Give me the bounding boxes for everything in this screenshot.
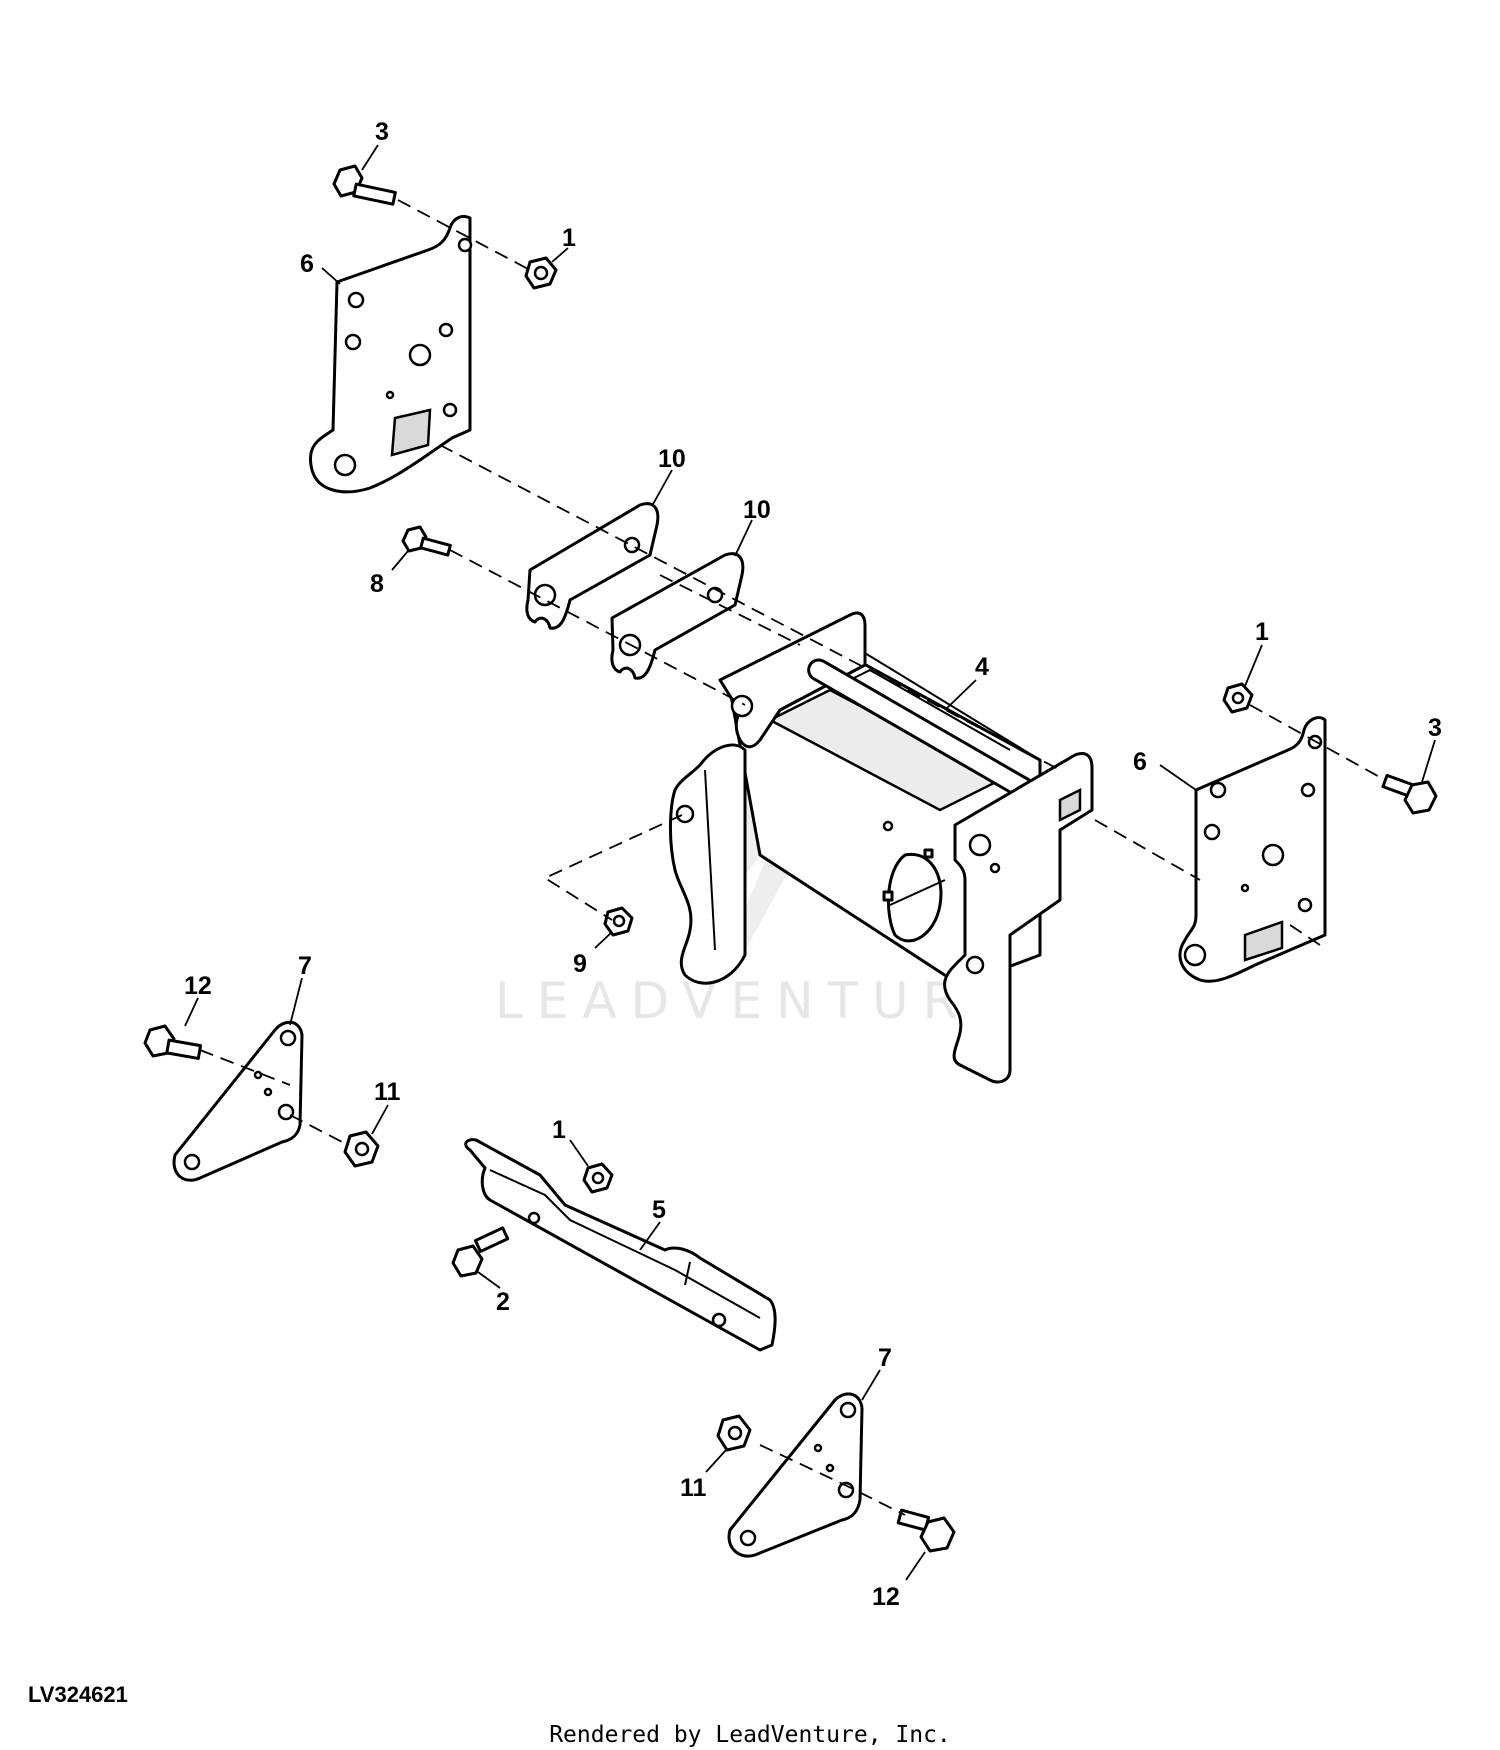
- nut-upper-left: [524, 256, 558, 290]
- main-frame: [669, 611, 1094, 1084]
- svg-text:3: 3: [375, 118, 389, 146]
- spacer-plate-2: [610, 552, 745, 680]
- side-plate-right: [1178, 716, 1327, 983]
- callouts: 3 1 6 10 10 8 4 1 3 6 9 12 7 11 1 5 2 7 …: [184, 118, 1442, 1611]
- bolt-12-left: [143, 1024, 203, 1060]
- svg-text:6: 6: [1133, 748, 1147, 776]
- svg-text:5: 5: [652, 1196, 666, 1224]
- bolt-2: [451, 1226, 510, 1278]
- callout-7: 4: [944, 653, 989, 711]
- watermark-text: LEADVENTURE: [495, 972, 1017, 1030]
- callout-13: 7: [289, 952, 312, 1026]
- svg-text:6: 6: [300, 250, 314, 278]
- side-plate-upper-left: [309, 214, 473, 494]
- nut-11-right: [716, 1414, 752, 1452]
- bolt-right: [1381, 773, 1438, 815]
- svg-text:4: 4: [975, 653, 989, 681]
- svg-text:10: 10: [658, 445, 686, 473]
- callout-11: 9: [573, 931, 613, 978]
- tab-bar: [464, 1138, 777, 1352]
- nut-lower: [582, 1162, 614, 1194]
- callout-10: 6: [1133, 748, 1197, 791]
- drawing-id: LV324621: [28, 1682, 128, 1707]
- callout-3: 6: [300, 250, 341, 285]
- callout-17: 2: [477, 1271, 510, 1316]
- callout-18: 7: [861, 1344, 892, 1401]
- callout-9: 3: [1421, 714, 1442, 783]
- assembly-lines: [199, 199, 1386, 1516]
- svg-text:1: 1: [1255, 618, 1269, 646]
- callout-2: 1: [551, 224, 576, 263]
- nut-9: [603, 906, 634, 937]
- callout-16: 5: [639, 1196, 666, 1251]
- svg-text:7: 7: [878, 1344, 892, 1372]
- bolt-upper-left: [332, 164, 397, 206]
- svg-text:3: 3: [1428, 714, 1442, 742]
- svg-text:1: 1: [562, 224, 576, 252]
- callout-19: 11: [680, 1449, 727, 1502]
- svg-text:7: 7: [298, 952, 312, 980]
- callout-15: 1: [552, 1116, 589, 1167]
- svg-text:1: 1: [552, 1116, 566, 1144]
- callout-12: 12: [184, 972, 212, 1027]
- render-credit: Rendered by LeadVenture, Inc.: [549, 1722, 951, 1748]
- svg-text:11: 11: [374, 1078, 401, 1106]
- callout-20: 12: [872, 1551, 926, 1611]
- svg-text:10: 10: [743, 496, 771, 524]
- svg-text:12: 12: [872, 1583, 900, 1611]
- bolt-8: [401, 525, 452, 557]
- nut-11-left: [343, 1130, 380, 1168]
- nut-right: [1222, 682, 1254, 714]
- callout-14: 11: [371, 1078, 401, 1135]
- svg-text:2: 2: [496, 1288, 510, 1316]
- bolt-12-right: [896, 1508, 956, 1553]
- svg-text:11: 11: [680, 1474, 707, 1502]
- callout-4: 10: [651, 445, 686, 507]
- svg-text:9: 9: [573, 950, 587, 978]
- callout-6: 8: [370, 550, 409, 598]
- spacer-plate-1: [525, 502, 660, 630]
- callout-8: 1: [1244, 618, 1269, 687]
- callout-5: 10: [734, 496, 771, 557]
- svg-text:8: 8: [370, 570, 384, 598]
- bracket-lower-right: [727, 1392, 864, 1558]
- bracket-lower-left: [172, 1020, 304, 1182]
- svg-text:12: 12: [184, 972, 212, 1000]
- callout-1: 3: [361, 118, 389, 171]
